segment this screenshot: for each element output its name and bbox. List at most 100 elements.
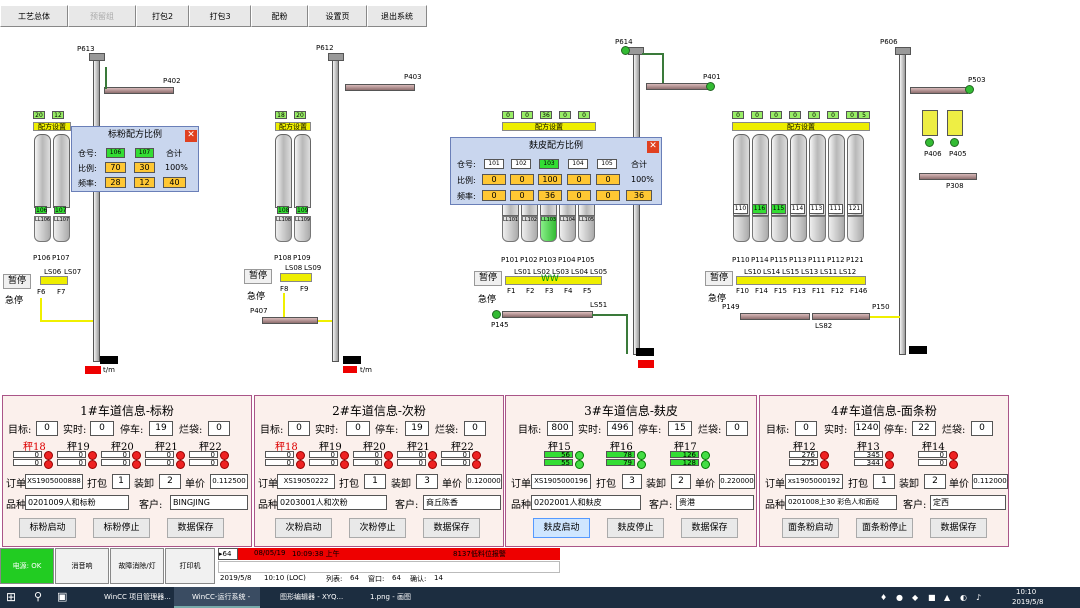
start-button[interactable]: 标粉启动	[19, 518, 76, 538]
variety-field[interactable]: 0201009人和标粉	[25, 495, 129, 510]
stop-field[interactable]: 22	[912, 421, 936, 436]
save-data-button[interactable]: 数据保存	[930, 518, 987, 538]
customer-field[interactable]: BINGJING	[170, 495, 248, 510]
bad-bag-field[interactable]: 0	[464, 421, 486, 436]
ratio-input[interactable]: 0	[510, 174, 534, 185]
conveyor-belt	[104, 87, 174, 94]
start-button[interactable]: 麸皮启动	[533, 518, 590, 538]
tray-icon[interactable]: ▲	[944, 593, 951, 602]
load-field[interactable]: 2	[671, 474, 691, 489]
price-field[interactable]: 0.220000	[719, 474, 755, 489]
price-field[interactable]: 0.112000	[972, 474, 1008, 489]
taskbar-item[interactable]: 图形编辑器 - XYQ...	[280, 593, 344, 601]
taskbar-item[interactable]: 1.png - 画图	[370, 593, 411, 601]
recipe-setting-label[interactable]: 配方设置	[33, 122, 71, 131]
variety-field[interactable]: 0201008上30 彩色人和面经	[785, 495, 897, 510]
customer-field[interactable]: 商丘陈香	[423, 495, 501, 510]
frequency-input[interactable]: 36	[538, 190, 562, 201]
save-data-button[interactable]: 数据保存	[167, 518, 224, 538]
frequency-input[interactable]: 0	[482, 190, 506, 201]
ratio-input[interactable]: 70	[105, 162, 126, 173]
mute-button[interactable]: 消音响	[55, 548, 109, 584]
order-field[interactable]: XS19050222	[277, 474, 335, 489]
pause-button[interactable]: 暂停	[3, 274, 31, 289]
frequency-input[interactable]: 28	[105, 177, 126, 188]
taskbar-item[interactable]: WinCC-运行系统 -	[174, 587, 260, 608]
pack2-button[interactable]: 打包2	[136, 5, 189, 27]
frequency-input[interactable]: 12	[134, 177, 155, 188]
windows-start-icon[interactable]: ⊞	[6, 590, 17, 604]
fault-reset-button[interactable]: 故障消除/灯	[110, 548, 164, 584]
target-field[interactable]: 0	[36, 421, 58, 436]
alarm-row[interactable]: ▸64 08/05/19 10:09:38 上午 8137低料位报警	[218, 548, 560, 560]
tray-icon[interactable]: ♦	[880, 593, 888, 602]
order-field[interactable]: xs1905000192	[785, 474, 843, 489]
pack-field[interactable]: 3	[622, 474, 642, 489]
price-field[interactable]: 0.112500	[210, 474, 248, 489]
stop-button[interactable]: 次粉停止	[349, 518, 406, 538]
pack3-button[interactable]: 打包3	[189, 5, 251, 27]
save-data-button[interactable]: 数据保存	[423, 518, 480, 538]
target-field[interactable]: 0	[288, 421, 310, 436]
start-button[interactable]: 面条粉启动	[782, 518, 839, 538]
load-field[interactable]: 3	[416, 474, 438, 489]
ratio-input[interactable]: 100	[538, 174, 562, 185]
recipe-setting-label[interactable]: 配方设置	[275, 122, 311, 131]
recipe-setting-label[interactable]: 配方设置	[732, 122, 870, 131]
stop-field[interactable]: 19	[405, 421, 429, 436]
pause-button[interactable]: 暂停	[244, 269, 272, 284]
pause-button[interactable]: 暂停	[705, 271, 733, 286]
printer-button[interactable]: 打印机	[165, 548, 215, 584]
ratio-input[interactable]: 0	[482, 174, 506, 185]
tray-icon[interactable]: ●	[896, 593, 903, 602]
power-ok-button[interactable]: 电源: OK	[0, 548, 54, 584]
pack-field[interactable]: 1	[364, 474, 386, 489]
task-view-icon[interactable]: ▣	[57, 590, 68, 603]
taskbar-item[interactable]: WinCC 项目管理器...	[104, 593, 171, 601]
load-field[interactable]: 2	[159, 474, 181, 489]
ratio-input[interactable]: 0	[596, 174, 620, 185]
target-field[interactable]: 0	[795, 421, 817, 436]
start-button[interactable]: 次粉启动	[275, 518, 332, 538]
close-icon[interactable]: ✕	[185, 130, 197, 142]
settings-button[interactable]: 设置页	[308, 5, 367, 27]
exit-system-button[interactable]: 退出系统	[367, 5, 427, 27]
bad-bag-field[interactable]: 0	[971, 421, 993, 436]
ratio-input[interactable]: 0	[567, 174, 591, 185]
reserved-button[interactable]: 预留组	[68, 5, 136, 27]
stop-button[interactable]: 麸皮停止	[607, 518, 664, 538]
customer-field[interactable]: 定西	[930, 495, 1006, 510]
save-data-button[interactable]: 数据保存	[681, 518, 738, 538]
pause-button[interactable]: 暂停	[474, 271, 502, 286]
tray-icon[interactable]: ■	[928, 593, 936, 602]
customer-field[interactable]: 贵港	[676, 495, 754, 510]
ratio-input[interactable]: 30	[134, 162, 155, 173]
order-field[interactable]: XS1905000196	[531, 474, 591, 489]
stop-field[interactable]: 15	[668, 421, 692, 436]
process-overview-button[interactable]: 工艺总体	[0, 5, 68, 27]
target-field[interactable]: 800	[547, 421, 573, 436]
pack-field[interactable]: 1	[873, 474, 895, 489]
frequency-input[interactable]: 0	[596, 190, 620, 201]
order-field[interactable]: XS1905000888	[25, 474, 83, 489]
stop-button[interactable]: 面条粉停止	[856, 518, 913, 538]
pack-field[interactable]: 1	[112, 474, 130, 489]
stop-field[interactable]: 19	[149, 421, 173, 436]
bad-bag-field[interactable]: 0	[208, 421, 230, 436]
tray-icon[interactable]: ◆	[912, 593, 919, 602]
close-icon[interactable]: ✕	[647, 141, 659, 153]
recipe-setting-label[interactable]: 配方设置	[502, 122, 596, 131]
frequency-input[interactable]: 0	[510, 190, 534, 201]
tray-icon[interactable]: ◐	[960, 593, 967, 602]
tray-icon[interactable]: ♪	[976, 593, 982, 602]
frequency-input[interactable]: 0	[567, 190, 591, 201]
variety-field[interactable]: 0202001人和麸皮	[531, 495, 641, 510]
bad-bag-field[interactable]: 0	[726, 421, 748, 436]
actual-field: 0	[346, 421, 370, 436]
variety-field[interactable]: 0203001人和次粉	[277, 495, 387, 510]
price-field[interactable]: 0.120000	[466, 474, 502, 489]
load-field[interactable]: 2	[924, 474, 946, 489]
stop-button[interactable]: 标粉停止	[93, 518, 150, 538]
search-icon[interactable]: ⚲	[34, 590, 43, 603]
mixing-button[interactable]: 配粉	[251, 5, 308, 27]
